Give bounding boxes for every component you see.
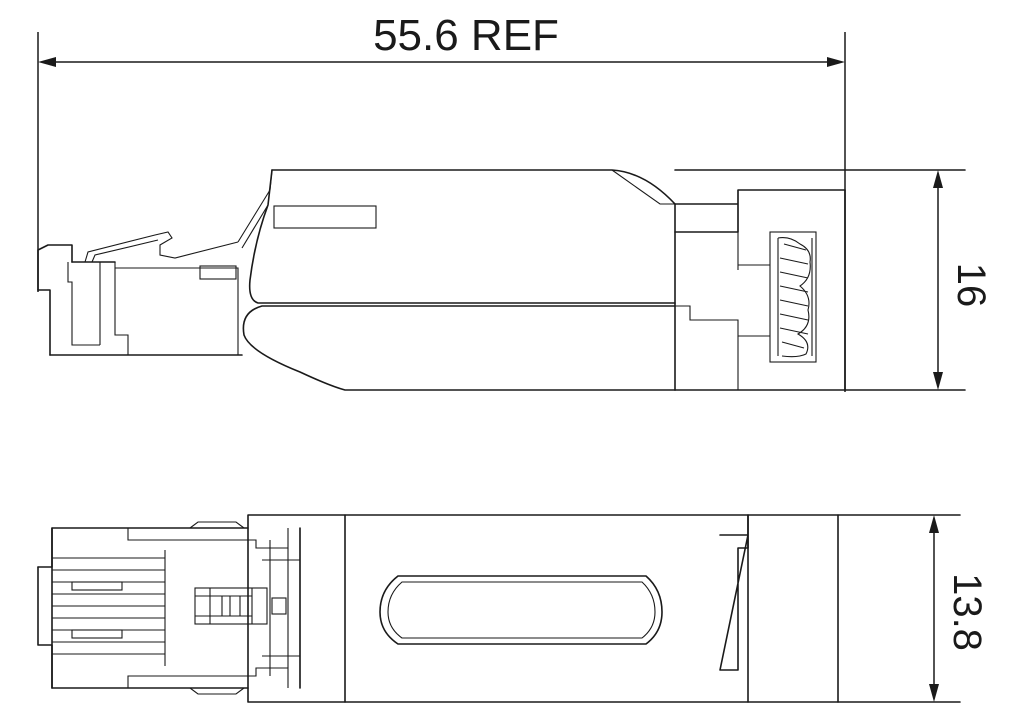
rear-step-lower <box>675 305 770 337</box>
plug-rear-ticks <box>262 559 300 657</box>
rear-housing-top <box>674 189 846 233</box>
rear-clip <box>719 514 749 671</box>
blade-lines <box>52 557 165 655</box>
lower-housing-outline <box>242 305 676 391</box>
length-dimension-label: 55.6 REF <box>373 11 559 60</box>
upper-housing-top <box>271 169 676 205</box>
latch-center <box>194 587 268 625</box>
bottom-rail <box>127 667 289 688</box>
width-arrow-bottom <box>929 684 939 702</box>
top-view <box>37 514 961 703</box>
top-rail <box>127 528 289 549</box>
bottom-rail-tab <box>189 687 245 695</box>
width-arrow-top <box>929 515 939 533</box>
nut-thread-lines <box>779 243 809 349</box>
top-rail-tab <box>189 521 245 529</box>
latch-key <box>271 597 287 615</box>
latch-center-lines <box>209 588 253 624</box>
upper-housing-outline <box>248 169 676 304</box>
blade-slot-2 <box>71 629 123 639</box>
plug-outline-top <box>37 514 961 568</box>
blade-slot-1 <box>71 581 123 591</box>
grip-window-outer <box>379 575 663 645</box>
latch-ramp-inner <box>241 204 269 249</box>
length-dimension: 55.6 REF <box>37 11 846 392</box>
plug-outline-bottom <box>37 566 961 703</box>
height-extension-lines <box>674 169 966 391</box>
plug-detail-b <box>99 262 129 355</box>
height-dimension-label: 16 <box>949 263 993 308</box>
plug-body <box>115 267 239 355</box>
latch-lever <box>84 231 239 263</box>
length-arrow-left <box>38 57 56 67</box>
latch-center-bars <box>195 595 252 617</box>
upper-slot <box>273 205 377 229</box>
grip-window-inner <box>387 581 656 639</box>
plug-detail-a <box>67 262 100 346</box>
width-dimension-label: 13.8 <box>945 573 989 651</box>
height-dimension: 16 <box>933 170 993 390</box>
plug-window <box>199 265 237 280</box>
nut-thread-sides <box>777 238 813 356</box>
nut-thread-outer <box>777 237 811 358</box>
plug-rear-lines <box>269 528 301 688</box>
nose-front <box>37 289 51 356</box>
height-arrow-bottom <box>933 372 943 390</box>
side-view <box>37 169 966 391</box>
latch-lever-inner <box>91 239 159 263</box>
length-arrow-right <box>827 57 845 67</box>
latch-tip <box>37 244 73 291</box>
contact-blades <box>52 550 166 666</box>
rear-step-upper <box>737 232 770 270</box>
cable-nut <box>769 231 817 363</box>
height-arrow-top <box>933 170 943 188</box>
width-dimension: 13.8 <box>929 515 989 702</box>
upper-housing-shoulder <box>611 169 675 205</box>
